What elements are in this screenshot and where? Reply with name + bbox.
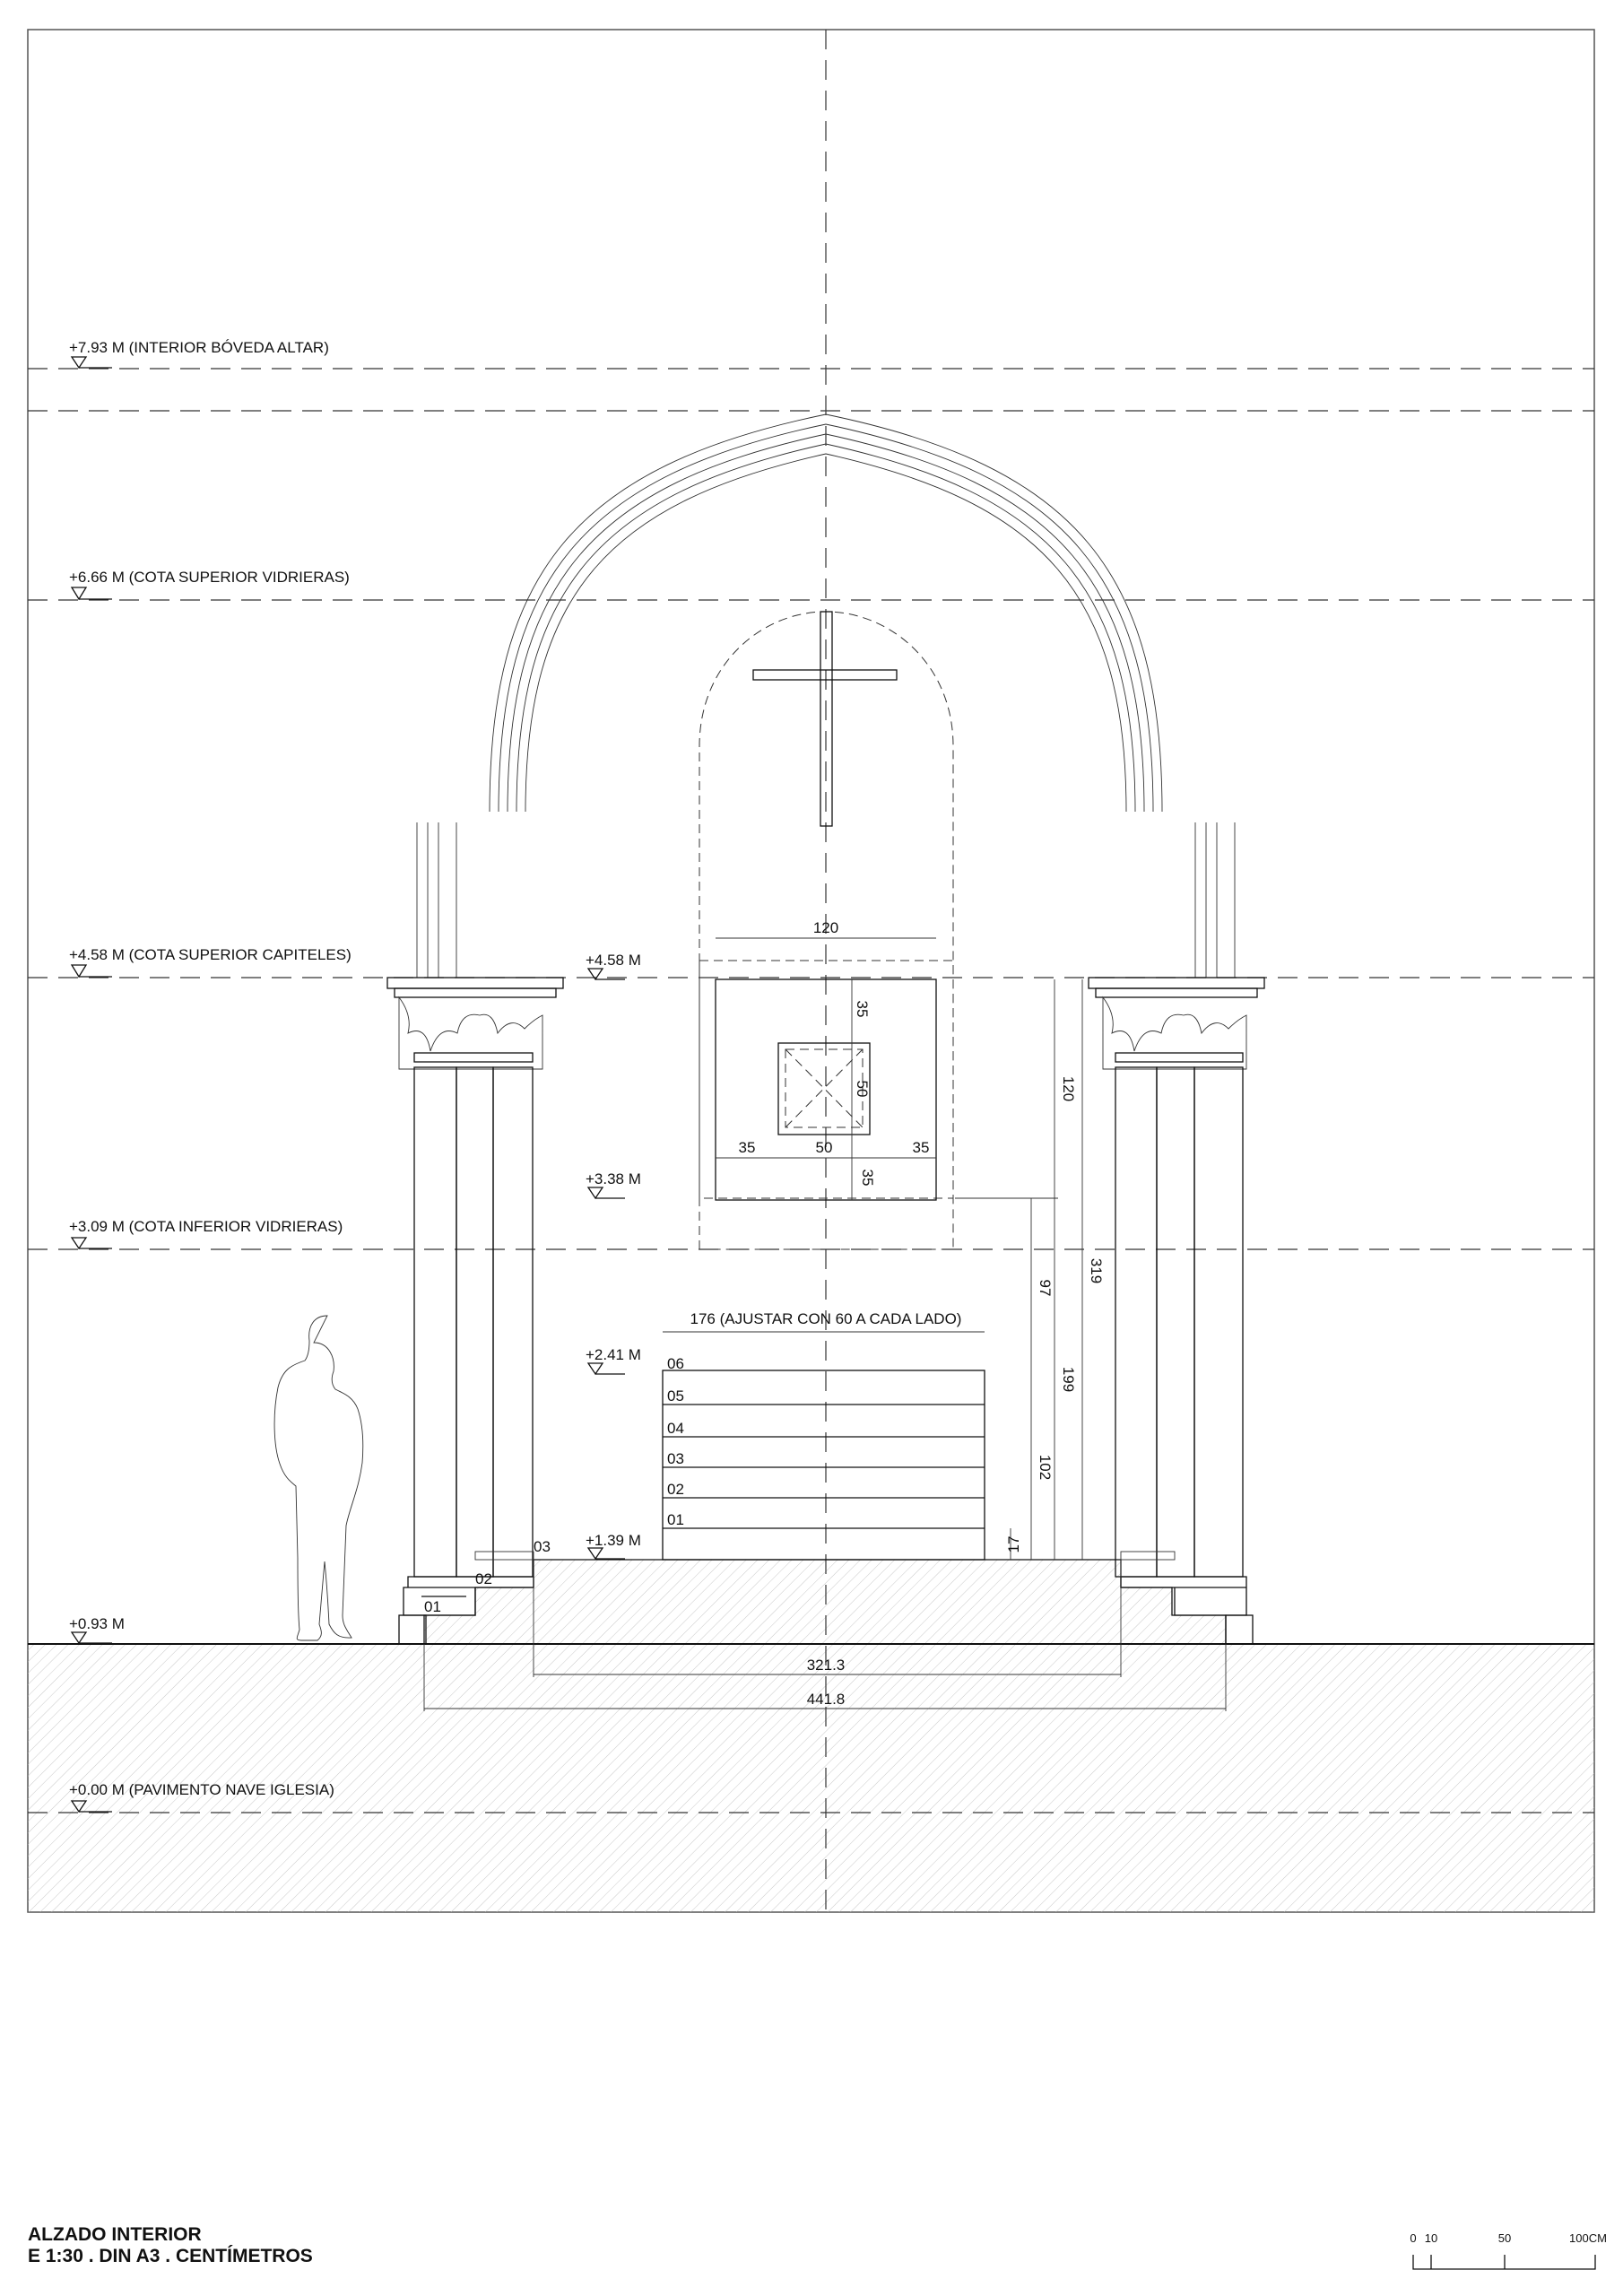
svg-text:35: 35 — [854, 1001, 871, 1018]
level-marker: +2.41 M — [586, 1346, 641, 1376]
column-group-right — [1088, 822, 1265, 1645]
dim-319: 319 — [1088, 1258, 1105, 1283]
tabernacle-dimensions: 120 35 50 35 35 50 35 — [716, 919, 936, 1200]
human-figure — [273, 1315, 364, 1641]
dim-199: 199 — [1060, 1367, 1077, 1392]
level-marker: +1.39 M — [586, 1532, 641, 1561]
svg-text:+0.00 M (PAVIMENTO NAVE IGLES: +0.00 M (PAVIMENTO NAVE IGLESIA) — [69, 1781, 334, 1798]
svg-text:0: 0 — [1410, 2231, 1416, 2245]
svg-text:50: 50 — [1498, 2231, 1511, 2245]
drawing-scale-note: E 1:30 . DIN A3 . CENTÍMETROS — [28, 2246, 313, 2266]
svg-text:+3.09 M (COTA INFERIOR VIDRIER: +3.09 M (COTA INFERIOR VIDRIERAS) — [69, 1218, 343, 1235]
svg-text:+4.58 M: +4.58 M — [586, 952, 641, 969]
svg-text:+6.66 M (COTA SUPERIOR VIDRIER: +6.66 M (COTA SUPERIOR VIDRIERAS) — [69, 569, 350, 586]
svg-text:35: 35 — [913, 1139, 930, 1156]
svg-text:35: 35 — [859, 1170, 876, 1187]
pointed-arch — [489, 413, 1163, 813]
svg-text:120: 120 — [813, 919, 838, 936]
level-marker: +0.93 M — [69, 1615, 125, 1645]
svg-text:06: 06 — [667, 1355, 684, 1372]
svg-text:01: 01 — [424, 1598, 441, 1615]
dim-120: 120 — [1060, 1076, 1077, 1101]
svg-text:+3.38 M: +3.38 M — [586, 1170, 641, 1187]
svg-text:05: 05 — [667, 1387, 684, 1405]
level-marker: +0.00 M (PAVIMENTO NAVE IGLESIA) — [69, 1781, 334, 1813]
svg-text:50: 50 — [816, 1139, 833, 1156]
svg-text:02: 02 — [475, 1570, 492, 1587]
svg-text:441.8: 441.8 — [807, 1691, 846, 1708]
drawing-title: ALZADO INTERIOR — [28, 2224, 202, 2245]
level-marker: +6.66 M (COTA SUPERIOR VIDRIERAS) — [69, 569, 350, 601]
level-markers: +7.93 M (INTERIOR BÓVEDA ALTAR) +6.66 M … — [69, 339, 641, 1813]
altar-shelves: 06 05 04 03 02 01 176 (AJUSTAR CON 60 A … — [662, 1310, 985, 1561]
level-marker: +7.93 M (INTERIOR BÓVEDA ALTAR) — [69, 339, 329, 370]
level-marker: +3.09 M (COTA INFERIOR VIDRIERAS) — [69, 1218, 343, 1250]
scale-bar: 0 10 50 100CM — [1410, 2231, 1607, 2270]
svg-text:176 (AJUSTAR CON 60 A CAD: 176 (AJUSTAR CON 60 A CADA LADO) — [690, 1310, 962, 1327]
svg-text:04: 04 — [667, 1420, 684, 1437]
dim-17: 17 — [1005, 1536, 1022, 1553]
svg-text:50: 50 — [854, 1081, 871, 1098]
svg-text:321.3: 321.3 — [807, 1657, 846, 1674]
svg-text:35: 35 — [739, 1139, 756, 1156]
dim-97: 97 — [1037, 1280, 1054, 1297]
svg-text:+0.93 M: +0.93 M — [69, 1615, 125, 1632]
altar-steps: 01 02 03 — [423, 1538, 1227, 1644]
svg-text:100CM: 100CM — [1569, 2231, 1607, 2245]
svg-text:+2.41 M: +2.41 M — [586, 1346, 641, 1363]
column-group-left — [386, 822, 564, 1645]
tabernacle — [699, 960, 954, 1201]
svg-text:03: 03 — [534, 1538, 551, 1555]
svg-text:+7.93 M (INTERIOR BÓVEDA ALTAR: +7.93 M (INTERIOR BÓVEDA ALTAR) — [69, 339, 329, 356]
level-marker: +4.58 M (COTA SUPERIOR CAPITELES) — [69, 946, 352, 978]
svg-text:01: 01 — [667, 1511, 684, 1528]
level-marker: +3.38 M — [586, 1170, 641, 1200]
level-marker: +4.58 M — [586, 952, 641, 981]
dim-102: 102 — [1037, 1455, 1054, 1480]
svg-text:+4.58 M (COTA SUPERIOR CAPITEL: +4.58 M (COTA SUPERIOR CAPITELES) — [69, 946, 352, 963]
svg-text:02: 02 — [667, 1481, 684, 1498]
level-lines — [28, 368, 1594, 1813]
cross-icon — [752, 611, 898, 827]
ground-section — [28, 1644, 1594, 1912]
svg-text:10: 10 — [1425, 2231, 1437, 2245]
svg-text:03: 03 — [667, 1450, 684, 1467]
svg-text:+1.39 M: +1.39 M — [586, 1532, 641, 1549]
bottom-dimensions: 321.3 441.8 — [423, 1560, 1227, 1711]
vertical-dimensions — [955, 979, 1083, 1560]
platform-hatch — [424, 1560, 1226, 1644]
